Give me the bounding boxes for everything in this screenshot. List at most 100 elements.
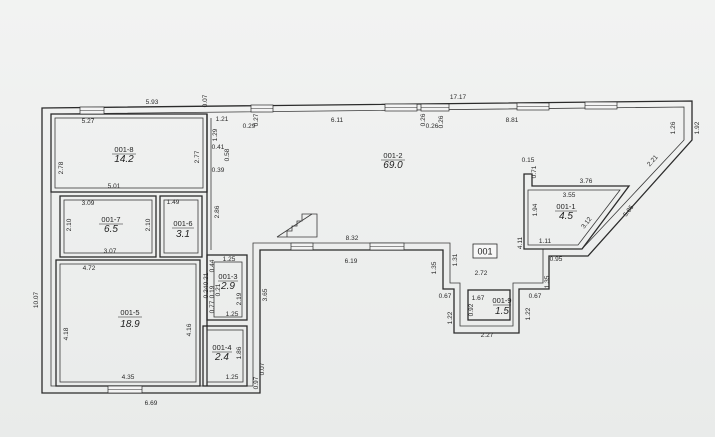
dim-hall-k: 2.86 [214, 205, 221, 218]
room-2-id: 001-2 [383, 151, 402, 160]
dim-right-b: 1.92 [694, 121, 701, 134]
room-3-walls [206, 254, 248, 321]
room-3-id: 001-3 [218, 272, 237, 281]
room-7-walls [59, 195, 157, 258]
dim-room1-bottom: 1.11 [539, 238, 552, 245]
dim-hall-top: 6.11 [331, 117, 344, 124]
dim-bay-left: 1.31 [452, 253, 459, 266]
dim-room1-diag: 3.12 [580, 216, 594, 231]
outer-wall-inner [50, 106, 685, 387]
dim-room1-inner: 3.55 [563, 192, 576, 199]
staircase [277, 213, 318, 238]
window-1 [79, 106, 105, 115]
dim-bay-d: 1.67 [472, 295, 485, 302]
dim-room3-d: 0.19 [209, 285, 216, 298]
window-4 [420, 103, 450, 112]
dim-hall-c: 0.29 [243, 123, 256, 130]
dim-room7-bottom: 3.07 [104, 248, 117, 255]
room-6-walls [159, 195, 203, 258]
room-6-id: 001-6 [173, 219, 192, 228]
dim-hall-bottom: 8.32 [346, 235, 359, 242]
room-1-area: 4.5 [559, 211, 573, 222]
window-5 [516, 102, 550, 111]
window-6 [584, 101, 618, 110]
dim-room3-right: 2.19 [236, 292, 243, 305]
dim-room8-bottom: 5.01 [108, 183, 121, 190]
room-7-inner [63, 199, 153, 254]
dim-room6-top: 1.49 [167, 199, 180, 206]
dim-hall-g: 1.29 [212, 128, 219, 141]
dim-bay-e: 0.67 [529, 293, 542, 300]
dim-hall-m: 0.07 [259, 362, 266, 375]
room-6-inner [163, 199, 199, 254]
window-7 [290, 242, 314, 251]
dim-room3-f: 0.77 [209, 300, 216, 313]
room-7-id: 001-7 [101, 215, 120, 224]
dim-hall-n: 0.97 [253, 376, 260, 389]
room-1-walls [523, 173, 631, 250]
room-9-id: 001-9 [492, 296, 511, 305]
dim-hall-j: 0.39 [212, 167, 225, 174]
dim-bay-f: 1.22 [447, 311, 454, 324]
dim-hall-h: 0.41 [212, 144, 225, 151]
dim-diag-a: 2.21 [646, 154, 660, 168]
dim-top-left: 5.93 [146, 99, 159, 106]
window-3 [384, 103, 418, 112]
room-9-area: 1.5 [495, 306, 509, 317]
room-6-area: 3.1 [176, 229, 190, 240]
dim-room3-e: 0.21 [215, 283, 222, 296]
dim-right-c: 0.95 [550, 256, 563, 263]
dim-hall-e: 0.26 [426, 123, 439, 130]
dim-hall-a: 1.21 [216, 116, 229, 123]
dim-room4-bottom: 1.25 [226, 374, 239, 381]
dim-right-a: 1.26 [670, 121, 677, 134]
room-5-inner [59, 263, 197, 383]
dim-bottom-total: 6.69 [145, 400, 158, 407]
dim-hall-f: 0.26 [438, 115, 445, 128]
room-1-id: 001-1 [556, 202, 575, 211]
dim-room1-top: 3.76 [580, 178, 593, 185]
dim-room1-a: 0.15 [522, 157, 535, 164]
dim-room3-a: 0.44 [209, 259, 216, 272]
dim-room9-left: 0.92 [468, 303, 475, 316]
dim-room3-top: 1.25 [223, 256, 236, 263]
dim-room3-c: 0.24 [203, 285, 210, 298]
dim-room5-top: 4.72 [83, 265, 96, 272]
room-1-inner [527, 189, 621, 246]
room-5-area: 18.9 [120, 319, 140, 330]
dim-room4-right: 1.86 [236, 346, 243, 359]
dim-corridor-bottom: 6.19 [345, 258, 358, 265]
window-9 [107, 385, 143, 394]
dim-top-wall-a: 0.07 [202, 94, 209, 107]
dim-room7-left: 2.10 [66, 218, 73, 231]
dim-room1-left: 1.94 [532, 203, 539, 216]
room-4-walls [202, 325, 248, 387]
room-4-area: 2.4 [214, 352, 229, 363]
dim-room7-top: 3.09 [82, 200, 95, 207]
room-8-id: 001-8 [114, 145, 133, 154]
plan-label-box [472, 243, 498, 259]
dim-hall-d: 0.26 [420, 113, 427, 126]
dim-hall-right: 4.11 [517, 237, 524, 250]
dimension-labels: 5.93 0.07 17.17 5.27 1.21 0.27 0.29 6.11… [33, 94, 701, 407]
dim-bay-width: 2.72 [475, 270, 488, 277]
dim-room5-left: 4.18 [63, 327, 70, 340]
dim-room1-b: 0.71 [531, 165, 538, 178]
dim-room3-b: 0.21 [203, 272, 210, 285]
dim-hall-i: 0.58 [224, 148, 231, 161]
dim-bay-c: 0.67 [439, 293, 452, 300]
room-4-inner [206, 329, 244, 383]
dim-room8-right: 2.77 [194, 150, 201, 163]
room-8-inner [54, 117, 204, 189]
plan-label: 001 [477, 247, 492, 257]
dim-room5-bottom: 4.35 [122, 374, 135, 381]
dim-bay-bottom: 2.27 [481, 332, 494, 339]
room-4-id: 001-4 [212, 343, 231, 352]
dim-hall-b: 0.27 [253, 113, 260, 126]
dim-room5-right: 4.16 [186, 323, 193, 336]
dim-room3-bottom: 1.25 [226, 311, 239, 318]
room-2-area: 69.0 [383, 160, 403, 171]
dim-bay-a: 1.35 [431, 261, 438, 274]
